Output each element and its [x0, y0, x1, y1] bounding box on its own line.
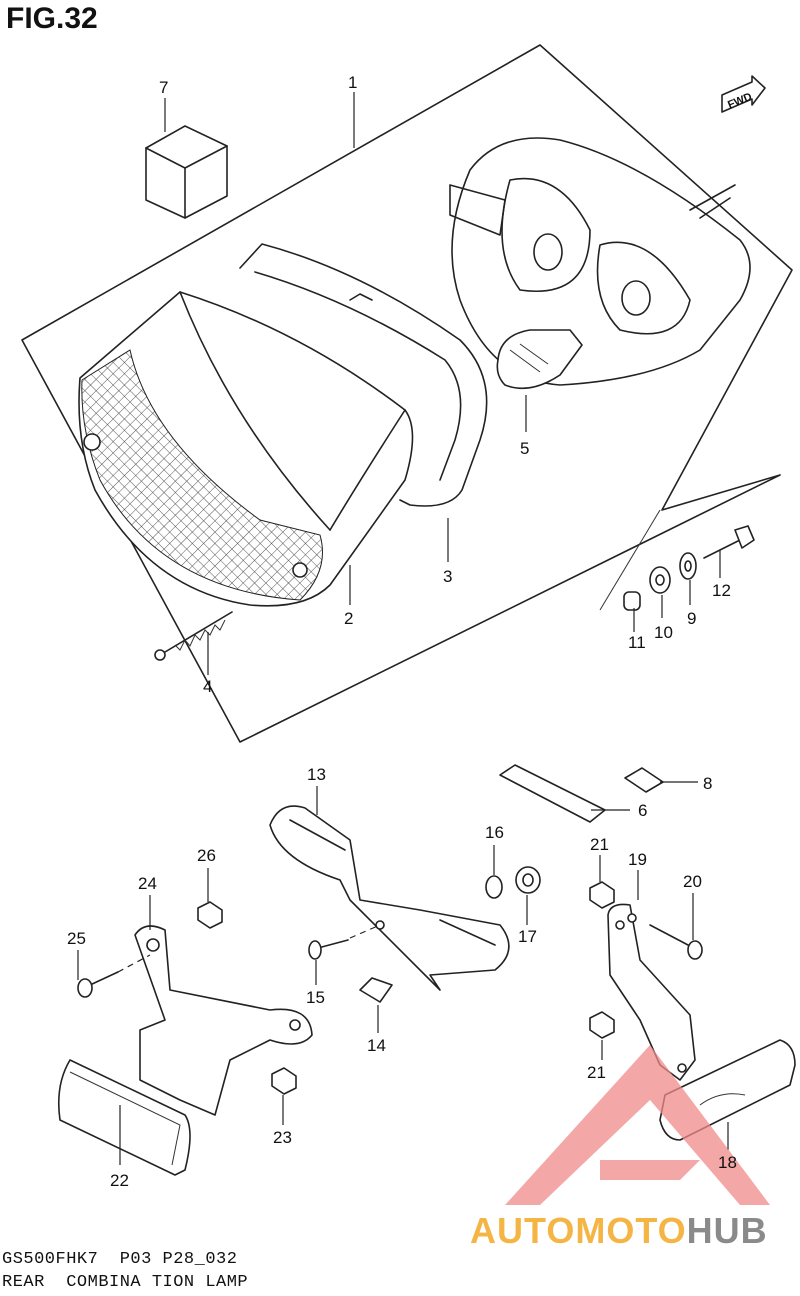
callout-25: 25 [67, 929, 86, 948]
callout-21a: 21 [590, 835, 609, 854]
part-21-nut-b [589, 1011, 615, 1039]
callout-9: 9 [687, 609, 696, 628]
footer-description: REAR COMBINA TION LAMP [2, 1273, 249, 1292]
fwd-label: FWD [726, 91, 754, 112]
callout-12: 12 [712, 581, 731, 600]
watermark-brand: AUTOMOTOHUB [470, 1210, 768, 1252]
part-7-cube [145, 125, 228, 219]
part-4-screw [154, 611, 233, 661]
part-10-grommet [649, 566, 671, 594]
callout-14: 14 [367, 1036, 386, 1055]
callout-16: 16 [485, 823, 504, 842]
part-12-bolt [703, 525, 755, 559]
callout-5: 5 [520, 439, 529, 458]
callout-11: 11 [628, 633, 646, 652]
callout-22: 22 [110, 1171, 129, 1190]
watermark-logo [505, 1045, 770, 1205]
part-23-nut [271, 1067, 297, 1095]
callout-15: 15 [306, 988, 325, 1007]
callout-4: 4 [203, 677, 212, 696]
leader-lines [77, 92, 729, 1165]
assembly-outline [21, 44, 793, 743]
part-17-nut [515, 866, 541, 894]
callout-6: 6 [638, 801, 647, 820]
part-20-screw [649, 924, 703, 960]
part-2-lens [78, 291, 414, 607]
part-26-nut [197, 901, 223, 929]
lamp-housing [449, 137, 751, 386]
callout-13: 13 [307, 765, 326, 784]
part-25-screw [77, 954, 151, 998]
callout-3: 3 [443, 567, 452, 586]
callout-labels: 1 2 3 4 5 6 7 8 9 10 11 12 13 14 15 16 1… [67, 73, 737, 1190]
callout-7: 7 [159, 78, 168, 97]
part-11-collar [623, 591, 641, 611]
callout-19: 19 [628, 850, 647, 869]
part-13-bracket [269, 805, 510, 991]
callout-21b: 21 [587, 1063, 606, 1082]
callout-20: 20 [683, 872, 702, 891]
callout-10: 10 [654, 623, 673, 642]
part-9-washer [679, 552, 697, 580]
part-21-nut-a [589, 881, 615, 909]
figure-title: FIG.32 [6, 2, 98, 35]
callout-18: 18 [718, 1153, 737, 1172]
part-8-pad [624, 767, 664, 793]
callout-2: 2 [344, 609, 353, 628]
brand-part-2: HUB [686, 1210, 768, 1251]
part-14-bolt [359, 977, 393, 1003]
fwd-arrow-icon: FWD [721, 75, 766, 113]
part-22-reflector [57, 1059, 191, 1176]
part-24-bracket [134, 925, 313, 1116]
callout-17: 17 [518, 927, 537, 946]
part-16-washer [485, 875, 503, 899]
footer-model-code: GS500FHK7 P03 P28_032 [2, 1250, 238, 1269]
part-6-pad [499, 764, 606, 823]
part-15-screw [308, 924, 381, 960]
part-3-gasket [239, 243, 488, 507]
callout-8: 8 [703, 774, 712, 793]
callout-23: 23 [273, 1128, 292, 1147]
brand-part-1: AUTOMOTO [470, 1210, 687, 1251]
callout-1: 1 [348, 73, 357, 92]
callout-24: 24 [138, 874, 157, 893]
part-5-bulb [496, 329, 583, 390]
callout-26: 26 [197, 846, 216, 865]
